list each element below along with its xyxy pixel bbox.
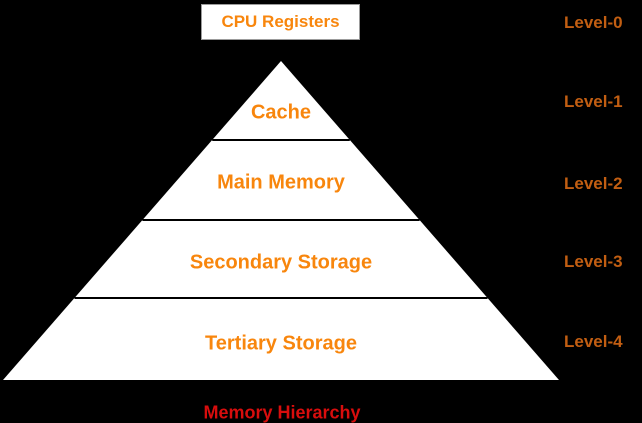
- pyramid-level-label-main-memory: Main Memory: [217, 171, 345, 194]
- level-tag-2: Level-2: [564, 174, 623, 193]
- pyramid-level-label-cache: Cache: [250, 101, 312, 124]
- cpu-registers-box: CPU Registers: [201, 4, 360, 40]
- pyramid-level-label-secondary-storage: Secondary Storage: [189, 251, 373, 274]
- cpu-registers-label: CPU Registers: [221, 12, 340, 31]
- level-tag-4: Level-4: [564, 332, 623, 351]
- level-tag-1: Level-1: [564, 92, 623, 111]
- pyramid-level-label-tertiary-storage: Tertiary Storage: [205, 332, 357, 355]
- level-tag-3: Level-3: [564, 252, 623, 271]
- diagram-title: Memory Hierarchy: [203, 402, 361, 423]
- level-tag-0: Level-0: [564, 13, 623, 32]
